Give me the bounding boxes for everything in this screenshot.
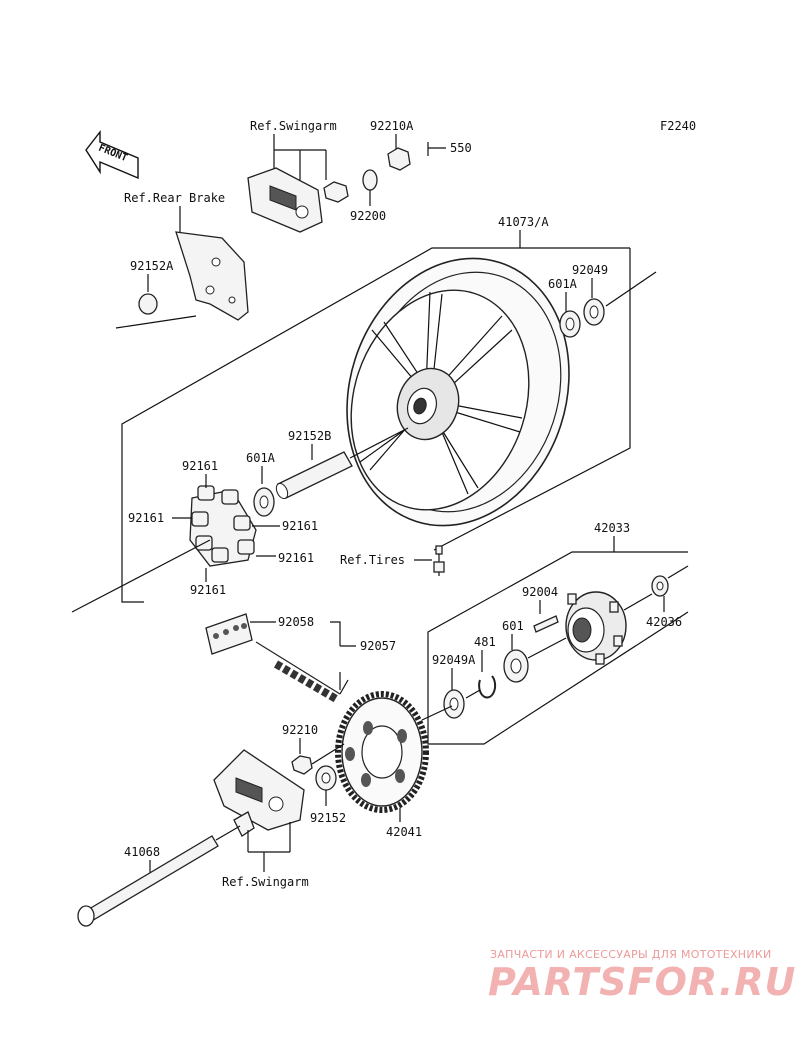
nut-92210A [387,147,411,171]
ref-rear-brake-label: Ref.Rear Brake [124,191,225,205]
swingarm-adjuster-top [247,167,323,233]
tire-valve [433,545,445,576]
part-label-92152: 92152 [310,811,346,825]
figure-id: F2240 [660,119,696,133]
collar-92152A [138,293,158,315]
part-label-42033: 42033 [594,521,630,535]
part-label-601: 601 [502,619,524,633]
part-label-41073A: 41073/A [498,215,549,229]
ref-tires-label: Ref.Tires [340,553,405,567]
nut-92210 [291,755,313,775]
part-label-41068: 41068 [124,845,160,859]
part-label-92057: 92057 [360,639,396,653]
part-label-92161-d: 92161 [278,551,314,565]
watermark-logo: PARTSFOR.RU [488,960,797,1004]
circlip-481 [478,675,497,699]
ref-swingarm-bottom-label: Ref.Swingarm [222,875,309,889]
adjuster-nut [323,181,349,203]
ref-swingarm-top-label: Ref.Swingarm [250,119,337,133]
part-label-550: 550 [450,141,472,155]
part-label-92152A: 92152A [130,259,174,273]
part-label-92210: 92210 [282,723,318,737]
spacer-92152B [275,451,353,500]
part-label-92152B: 92152B [288,429,331,443]
front-direction-arrow: FRONT [85,129,139,180]
part-label-92049: 92049 [572,263,608,277]
stud-92004 [533,615,559,633]
part-label-481: 481 [474,635,496,649]
part-label-92161-e: 92161 [190,583,226,597]
swingarm-adjuster-bottom [213,749,305,837]
chain-joint-92058 [205,613,253,655]
part-label-601A-top: 601A [548,277,578,291]
part-label-92161-b: 92161 [128,511,164,525]
part-label-92200: 92200 [350,209,386,223]
part-label-92004: 92004 [522,585,558,599]
part-label-92049A: 92049A [432,653,476,667]
part-label-601A-mid: 601A [246,451,276,465]
rear-sprocket-42041 [335,691,429,813]
part-label-92161-c: 92161 [282,519,318,533]
sprocket-coupling-42033 [565,591,627,665]
rear-wheel-rim [346,257,570,527]
part-label-42041: 42041 [386,825,422,839]
rear-brake-caliper-bracket [175,231,249,321]
axle-41068 [77,835,219,927]
drive-chain-92057 [255,641,349,704]
watermark-subtitle: ЗАПЧАСТИ И АКСЕССУАРЫ ДЛЯ МОТОТЕХНИКИ [490,948,772,961]
collar-42036 [651,575,669,597]
part-label-92058: 92058 [278,615,314,629]
part-label-42036: 42036 [646,615,682,629]
hub-damper-set [189,485,257,567]
washer-92200 [362,169,378,191]
part-label-92210A: 92210A [370,119,414,133]
part-label-92161-a: 92161 [182,459,218,473]
